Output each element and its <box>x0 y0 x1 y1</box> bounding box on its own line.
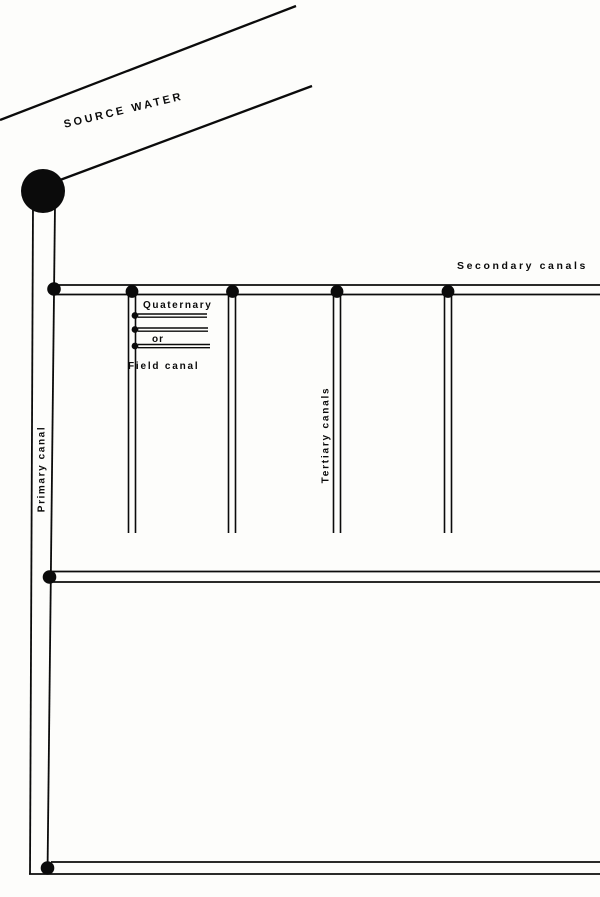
quaternary-label: Quaternary <box>143 300 213 311</box>
secondary-offtake-node-1 <box>125 285 139 298</box>
tertiary-canals-label: Tertiary canals <box>320 386 332 484</box>
river-bank-lower-line <box>59 84 313 182</box>
primary-offtake-node-2 <box>42 570 57 584</box>
tertiary-offtake-node-2 <box>131 326 139 333</box>
primary-canal-left-line <box>29 204 34 875</box>
tertiary-offtake-node-3 <box>131 342 139 350</box>
tertiary-offtake-node-1 <box>131 312 139 319</box>
primary-canal-right-line <box>46 204 56 875</box>
intake-node-dot <box>21 169 65 213</box>
river-bank-upper-line <box>0 4 297 122</box>
secondary-offtake-node-2 <box>226 285 239 298</box>
primary-canal-label: Primary canal <box>36 425 48 513</box>
primary-offtake-node-3 <box>40 861 55 875</box>
secondary-offtake-node-3 <box>330 285 344 298</box>
or-label: or <box>152 334 164 345</box>
secondary-canals-label: Secondary canals <box>457 260 588 272</box>
secondary-offtake-node-4 <box>441 285 455 298</box>
field-canal-label: Field canal <box>128 361 200 372</box>
primary-offtake-node-1 <box>47 282 61 296</box>
